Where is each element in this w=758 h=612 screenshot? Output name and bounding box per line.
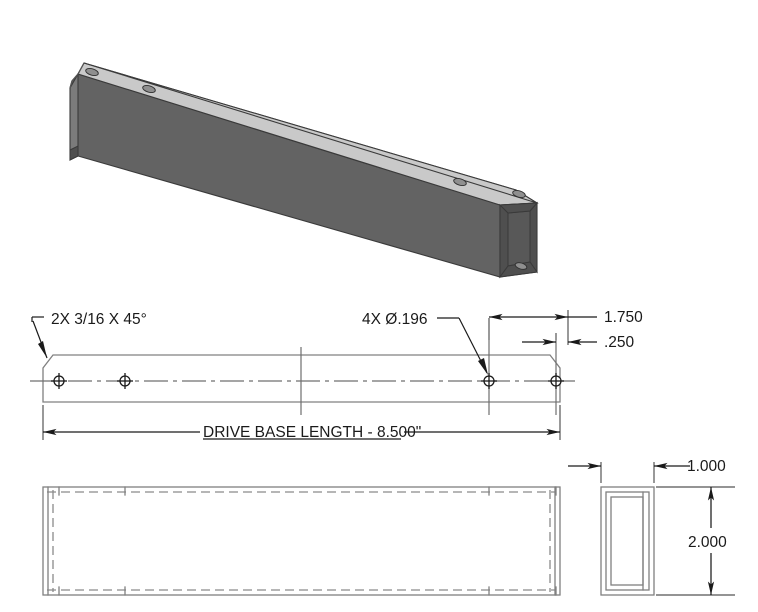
front-view-hole-2: [117, 373, 133, 389]
iso-left-bottom-lip: [69, 145, 79, 161]
dim-1000-text: 1.000: [687, 458, 726, 475]
dim-1750-group: [488, 310, 597, 345]
iso-chamfer-left: [69, 73, 79, 89]
dim-250-group: [522, 333, 597, 346]
dim-1000-group: [568, 462, 690, 483]
iso-hole-3: [453, 177, 467, 187]
end-view-outer: [600, 486, 655, 596]
bottom-view: [42, 486, 561, 596]
front-view-hole-4: [548, 373, 564, 389]
end-view: [600, 486, 655, 596]
hole-note-leader: [437, 317, 488, 375]
dim-2000-text: 2.000: [688, 534, 727, 551]
front-view-hole-1: [51, 373, 67, 389]
front-view-hole-3: [481, 373, 497, 389]
isometric-view: [69, 62, 539, 279]
end-view-cavity: [610, 496, 644, 586]
dim-length-text: DRIVE BASE LENGTH - 8.500": [203, 424, 421, 441]
chamfer-note-leader: [31, 316, 48, 359]
iso-hole-1: [85, 67, 99, 77]
iso-hole-5: [514, 262, 528, 270]
bottom-view-outline: [42, 486, 561, 596]
iso-top-back-edge: [83, 62, 538, 204]
iso-right-inner-cavity: [507, 210, 531, 267]
front-view: [30, 340, 575, 415]
dim-length-group: [42, 405, 561, 440]
front-view-outline: [42, 354, 561, 403]
hole-note-text: 4X Ø.196: [362, 311, 428, 328]
chamfer-note-text: 2X 3/16 X 45°: [51, 311, 147, 328]
dim-2000-group: [656, 486, 735, 596]
iso-inner-wall-right: [529, 201, 538, 274]
dim-250-text: .250: [604, 334, 635, 351]
dim-1750-text: 1.750: [604, 309, 643, 326]
iso-inner-wall-top: [498, 202, 539, 214]
iso-edge-top-left: [77, 62, 85, 75]
iso-inner-wall-left: [499, 203, 509, 279]
iso-hole-4: [512, 189, 526, 199]
end-view-inner-wall: [605, 491, 650, 591]
iso-hole-2: [142, 84, 156, 94]
